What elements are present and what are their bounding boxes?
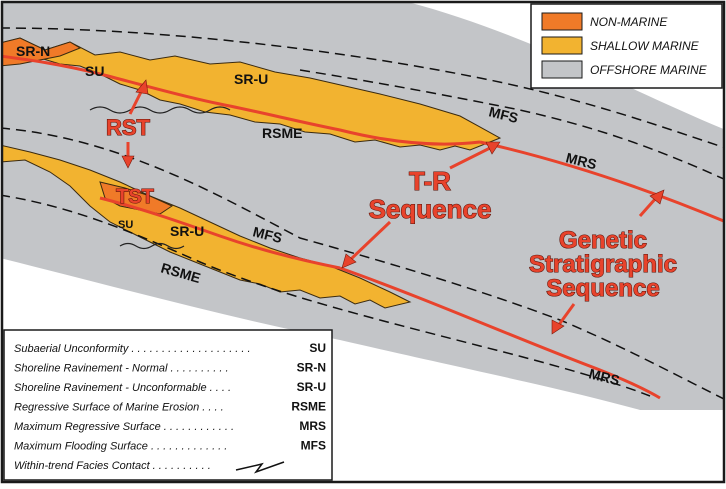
callout-genetic-line3: Sequence bbox=[546, 275, 659, 302]
tr-arrow-up bbox=[449, 141, 501, 170]
callout-genetic-line1: Genetic bbox=[559, 227, 647, 254]
surface-legend-row-3: Regressive Surface of Marine Erosion . .… bbox=[14, 402, 224, 414]
surface-legend-row-2: Shoreline Ravinement - Unconformable . .… bbox=[14, 382, 231, 394]
upper-mrs-line bbox=[479, 140, 724, 223]
upper-shallow-marine-wedge bbox=[2, 37, 502, 151]
upper-rsme-wavy bbox=[89, 106, 231, 114]
surface-legend-abbr-5: MFS bbox=[301, 439, 326, 453]
callout-tr-line2: Sequence bbox=[369, 194, 492, 224]
lower-mfs-dashed bbox=[2, 127, 724, 400]
legend-label-1: SHALLOW MARINE bbox=[590, 39, 700, 53]
upper-mfs-dashed bbox=[299, 69, 724, 180]
label-mrs-lower: MRS bbox=[587, 365, 621, 388]
surface-legend-term-6: Within-trend Facies Contact bbox=[14, 460, 151, 472]
label-su-upper: SU bbox=[85, 63, 104, 79]
surface-legend-abbr-4: MRS bbox=[299, 419, 326, 433]
callout-tst: TST bbox=[116, 186, 154, 208]
facies-contact-symbol bbox=[235, 461, 285, 474]
genetic-arrow-down bbox=[551, 303, 576, 335]
legend-label-2: OFFSHORE MARINE bbox=[590, 63, 708, 77]
label-sr-u-upper: SR-U bbox=[234, 71, 268, 87]
genetic-arrow-up bbox=[638, 189, 665, 217]
surface-legend-term-1: Shoreline Ravinement - Normal bbox=[14, 363, 168, 375]
surface-legend-term-5: Maximum Flooding Surface bbox=[14, 441, 148, 453]
surface-legend-row-5: Maximum Flooding Surface . . . . . . . .… bbox=[14, 441, 227, 453]
callout-genetic-line2: Stratigraphic bbox=[529, 251, 677, 278]
lower-mrs-line bbox=[339, 266, 661, 400]
legend-swatch-1 bbox=[541, 36, 583, 55]
surface-legend-dots-2: . . . . bbox=[207, 382, 231, 394]
callout-tr-line1: T-R bbox=[409, 166, 451, 196]
rst-arrow-down bbox=[121, 142, 135, 169]
label-mrs-upper: MRS bbox=[564, 149, 598, 172]
legend-swatch-0 bbox=[541, 12, 583, 31]
label-mfs-lower: MFS bbox=[251, 223, 284, 246]
surface-legend-abbr-1: SR-N bbox=[297, 361, 326, 375]
upper-dashed-surface bbox=[2, 27, 724, 149]
surface-legend: Subaerial Unconformity . . . . . . . . .… bbox=[3, 329, 333, 481]
surface-legend-dots-4: . . . . . . . . . . . . bbox=[161, 421, 234, 433]
lower-rsme-wavy bbox=[119, 242, 185, 250]
surface-legend-row-1: Shoreline Ravinement - Normal . . . . . … bbox=[14, 363, 229, 375]
legend-swatch-2 bbox=[541, 60, 583, 79]
surface-legend-abbr-0: SU bbox=[309, 341, 326, 355]
upper-sr-surface bbox=[2, 54, 481, 146]
surface-legend-term-2: Shoreline Ravinement - Unconformable bbox=[14, 382, 207, 394]
callout-rst: RST bbox=[106, 115, 151, 140]
label-su-lower: SU bbox=[118, 219, 133, 231]
surface-legend-dots-6: . . . . . . . . . . bbox=[150, 460, 211, 472]
surface-legend-dots-5: . . . . . . . . . . . . . bbox=[148, 441, 227, 453]
surface-legend-abbr-2: SR-U bbox=[297, 380, 326, 394]
tr-arrow-down bbox=[341, 220, 392, 269]
surface-legend-term-3: Regressive Surface of Marine Erosion bbox=[14, 402, 199, 414]
surface-legend-abbr-3: RSME bbox=[291, 400, 326, 414]
rst-arrow-up bbox=[128, 79, 149, 115]
facies-legend: NON-MARINE SHALLOW MARINE OFFSHORE MARINE bbox=[530, 3, 723, 89]
surface-legend-row-0: Subaerial Unconformity . . . . . . . . .… bbox=[14, 343, 251, 355]
surface-legend-term-4: Maximum Regressive Surface bbox=[14, 421, 161, 433]
surface-legend-term-0: Subaerial Unconformity bbox=[14, 343, 130, 355]
surface-legend-box bbox=[3, 329, 333, 481]
surface-legend-dots-1: . . . . . . . . . . bbox=[167, 363, 228, 375]
surface-legend-dots-0: . . . . . . . . . . . . . . . . . . . . bbox=[128, 343, 250, 355]
label-sr-n-upper: SR-N bbox=[16, 43, 50, 59]
surface-legend-row-4: Maximum Regressive Surface . . . . . . .… bbox=[14, 421, 234, 433]
label-rsme-upper: RSME bbox=[262, 125, 302, 141]
label-mfs-upper: MFS bbox=[487, 103, 520, 126]
legend-label-0: NON-MARINE bbox=[590, 15, 668, 29]
surface-legend-dots-3: . . . . bbox=[199, 402, 223, 414]
surface-legend-row-6: Within-trend Facies Contact . . . . . . … bbox=[14, 460, 211, 472]
lower-dashed-base bbox=[2, 194, 651, 397]
lower-sr-surface bbox=[99, 196, 341, 270]
label-sr-u-lower: SR-U bbox=[170, 223, 204, 239]
